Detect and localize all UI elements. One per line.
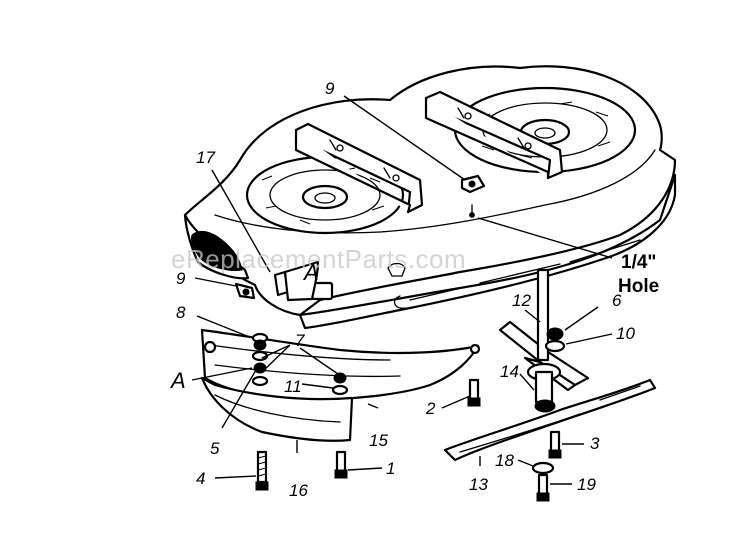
bolt-9-left	[234, 282, 256, 300]
callout-8: 8	[176, 303, 186, 322]
washer-18	[531, 461, 555, 475]
blade-13	[443, 378, 657, 462]
callout-11: 11	[284, 377, 302, 396]
bolt-19	[536, 473, 550, 502]
hole-size-label: 1/4"	[621, 252, 656, 273]
nut-6	[546, 327, 564, 341]
callout-12: 12	[512, 291, 531, 310]
chute-shield-16	[200, 376, 354, 442]
callout-detail-a-left: A	[169, 368, 186, 393]
washer-10	[544, 339, 566, 353]
blade-hub-14	[526, 362, 562, 413]
leader-lines	[191, 95, 613, 485]
bolt-3	[548, 430, 562, 459]
callout-18: 18	[495, 451, 514, 470]
hardware-stack-right	[331, 372, 349, 396]
callout-17: 17	[196, 148, 215, 167]
callout-14: 14	[500, 362, 519, 381]
callout-9-top: 9	[325, 79, 335, 98]
mower-deck-housing	[183, 65, 677, 330]
hardware-stack-left	[251, 332, 269, 387]
callout-4: 4	[196, 469, 205, 488]
hole-label: Hole	[618, 276, 659, 297]
callout-3: 3	[590, 434, 600, 453]
callout-16: 16	[289, 481, 308, 500]
callout-1: 1	[386, 459, 395, 478]
callout-6: 6	[612, 291, 622, 310]
bolt-1	[334, 450, 348, 479]
callout-19: 19	[577, 475, 596, 494]
callout-9-left: 9	[176, 269, 186, 288]
callout-15: 15	[369, 431, 388, 450]
watermark-text: eReplacementParts.com	[171, 244, 466, 274]
bolt-2	[467, 378, 481, 407]
callout-2: 2	[425, 399, 436, 418]
bolt-nut-9-top	[460, 174, 486, 194]
callout-10: 10	[616, 324, 635, 343]
spindle-shaft	[536, 268, 550, 362]
bolt-4	[255, 450, 269, 491]
callout-13: 13	[469, 475, 488, 494]
callout-5: 5	[210, 439, 220, 458]
callout-7: 7	[295, 331, 305, 350]
callout-detail-a-deck: A	[302, 260, 319, 285]
callout-labels: 9 17 9 8 7 A A 11 5 4 16 1 15 2 12 14 6 …	[169, 79, 659, 500]
